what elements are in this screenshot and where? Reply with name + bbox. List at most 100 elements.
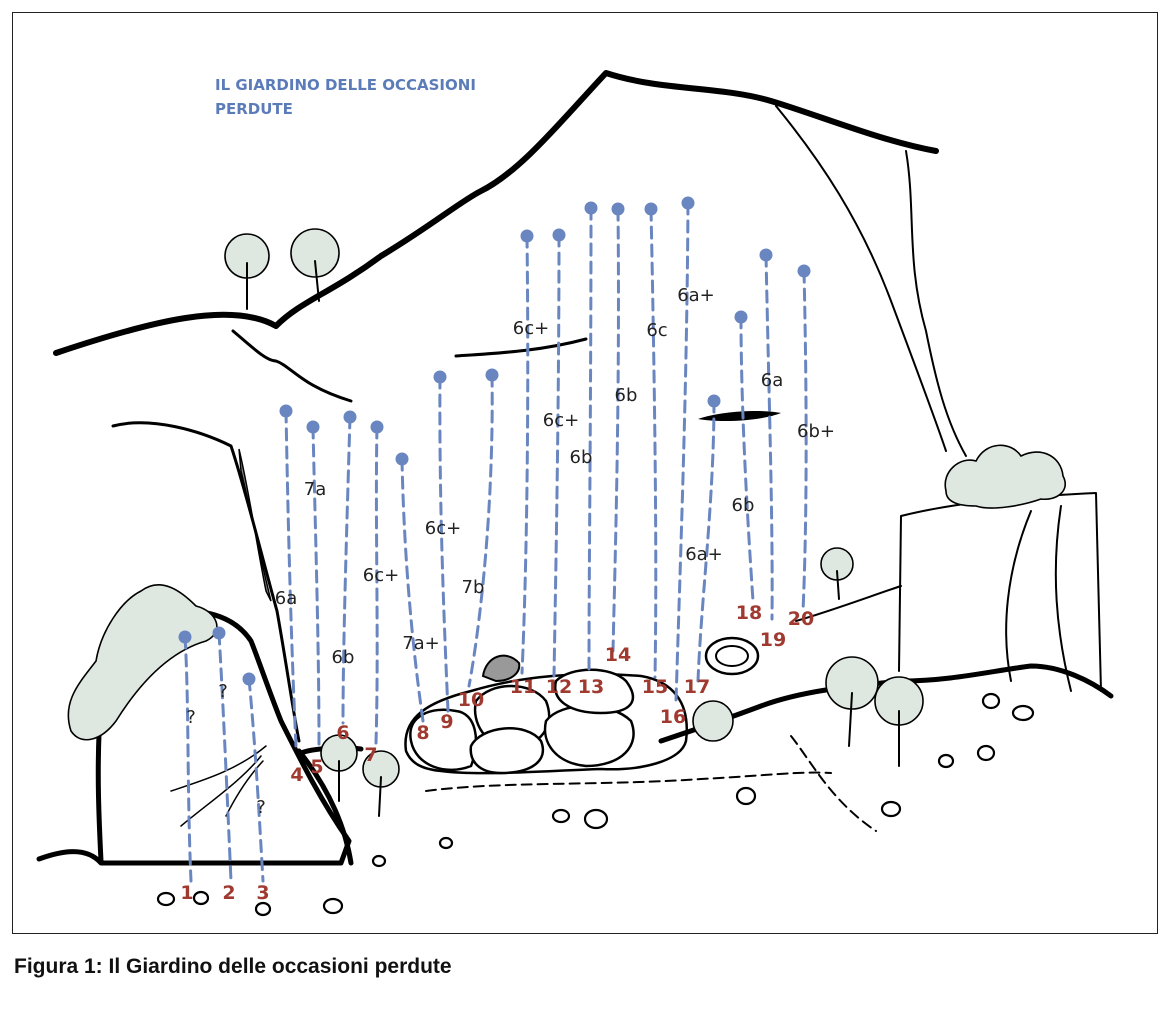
route-line-8	[400, 457, 425, 723]
route-number-1: 1	[180, 882, 193, 904]
pebble-icon	[937, 753, 955, 769]
anchor-icon	[584, 201, 598, 215]
dark-overhang	[698, 411, 781, 421]
anchor-icon	[370, 420, 384, 434]
right-ledge	[795, 585, 902, 622]
route-number-18: 18	[736, 602, 762, 624]
route-line-14	[611, 207, 620, 653]
pebble-icon	[156, 891, 176, 907]
route-number-14: 14	[605, 644, 631, 666]
route-line-6	[341, 415, 352, 725]
route-line-10	[467, 373, 494, 688]
anchor-icon	[279, 404, 293, 418]
route-line-4	[284, 409, 298, 748]
spiral-stone	[704, 636, 760, 676]
grade-label-route-16: 6a+	[677, 285, 715, 306]
route-number-13: 13	[578, 676, 604, 698]
right-face-edge	[905, 150, 967, 457]
tree-trunk-icon	[314, 260, 320, 302]
pebble-icon	[1011, 704, 1035, 722]
route-number-9: 9	[440, 711, 453, 733]
path-trail	[425, 735, 877, 832]
grade-label-route-1: ?	[186, 707, 196, 728]
topo-figure-frame: IL GIARDINO DELLE OCCASIONI PERDUTE	[12, 12, 1158, 934]
anchor-icon	[212, 626, 226, 640]
tree-group-top	[224, 228, 340, 310]
upper-ledge	[231, 329, 353, 403]
bush-icon	[692, 700, 734, 742]
route-number-16: 16	[660, 706, 686, 728]
route-number-19: 19	[760, 629, 786, 651]
grade-label-route-2: ?	[218, 681, 228, 702]
grade-label-route-15: 6c	[646, 320, 667, 341]
spiral-stone-inner	[715, 645, 749, 667]
grade-label-route-8: 7a+	[402, 633, 440, 654]
right-block	[898, 492, 1102, 692]
route-number-15: 15	[642, 676, 668, 698]
route-line-18	[739, 315, 755, 603]
tree-group-right	[820, 444, 1066, 767]
boulder-right	[543, 704, 635, 768]
grade-label-route-11: 6c+	[513, 318, 549, 339]
route-line-13	[587, 206, 593, 671]
tree-group-base	[320, 700, 734, 817]
route-line-9	[438, 375, 450, 713]
grade-label-route-14: 6b	[615, 385, 638, 406]
route-line-16	[674, 201, 690, 703]
anchor-icon	[395, 452, 409, 466]
route-line-19	[764, 253, 774, 621]
topo-title-line2: PERDUTE	[215, 100, 293, 118]
pebble-icon	[322, 897, 344, 915]
tree-trunk-icon	[848, 692, 853, 747]
overhang-ledge	[454, 337, 588, 358]
cliff-skyline	[53, 70, 939, 356]
anchor-icon	[178, 630, 192, 644]
grade-label-route-3: ?	[256, 797, 266, 818]
dark-stone	[481, 654, 521, 683]
anchor-icon	[242, 672, 256, 686]
anchor-icon	[433, 370, 447, 384]
route-lines	[178, 196, 811, 883]
route-line-5	[311, 425, 321, 748]
anchor-icon	[552, 228, 566, 242]
route-line-7	[374, 425, 379, 745]
pebbles	[156, 692, 1035, 917]
route-number-7: 7	[364, 744, 377, 766]
left-boulder-cracks	[170, 745, 267, 827]
crag-topo-drawing: IL GIARDINO DELLE OCCASIONI PERDUTE	[36, 70, 1114, 917]
route-number-10: 10	[458, 689, 484, 711]
anchor-icon	[681, 196, 695, 210]
pebble-icon	[192, 890, 210, 906]
grade-label-route-4: 6a	[275, 588, 297, 609]
pebble-icon	[583, 808, 609, 830]
grade-label-route-18: 6a	[761, 370, 783, 391]
pebble-icon	[254, 901, 272, 917]
bush-group-left	[67, 584, 218, 741]
route-number-17: 17	[684, 676, 710, 698]
grade-label-route-10: 7b	[462, 577, 485, 598]
pebble-icon	[976, 744, 996, 762]
pebble-icon	[981, 692, 1001, 710]
anchor-icon	[306, 420, 320, 434]
anchor-icon	[759, 248, 773, 262]
route-number-8: 8	[416, 722, 429, 744]
anchor-icon	[485, 368, 499, 382]
figure-caption: Figura 1: Il Giardino delle occasioni pe…	[14, 955, 452, 978]
grade-label-route-9: 6c+	[425, 518, 461, 539]
arch-shadow	[238, 448, 272, 602]
route-line-15	[649, 207, 658, 679]
pebble-icon	[735, 786, 757, 806]
tree-icon	[290, 228, 340, 278]
grade-label-route-12: 6c+	[543, 410, 579, 431]
pebble-icon	[880, 800, 902, 818]
route-number-5: 5	[310, 756, 323, 778]
route-number-3: 3	[256, 882, 269, 904]
bush-icon	[67, 584, 218, 741]
grade-label-route-13: 6b	[570, 447, 593, 468]
boulder-front	[469, 727, 544, 775]
route-number-11: 11	[510, 676, 536, 698]
route-number-4: 4	[290, 764, 303, 786]
bush-icon	[944, 444, 1066, 509]
tree-trunk-icon	[836, 570, 840, 600]
